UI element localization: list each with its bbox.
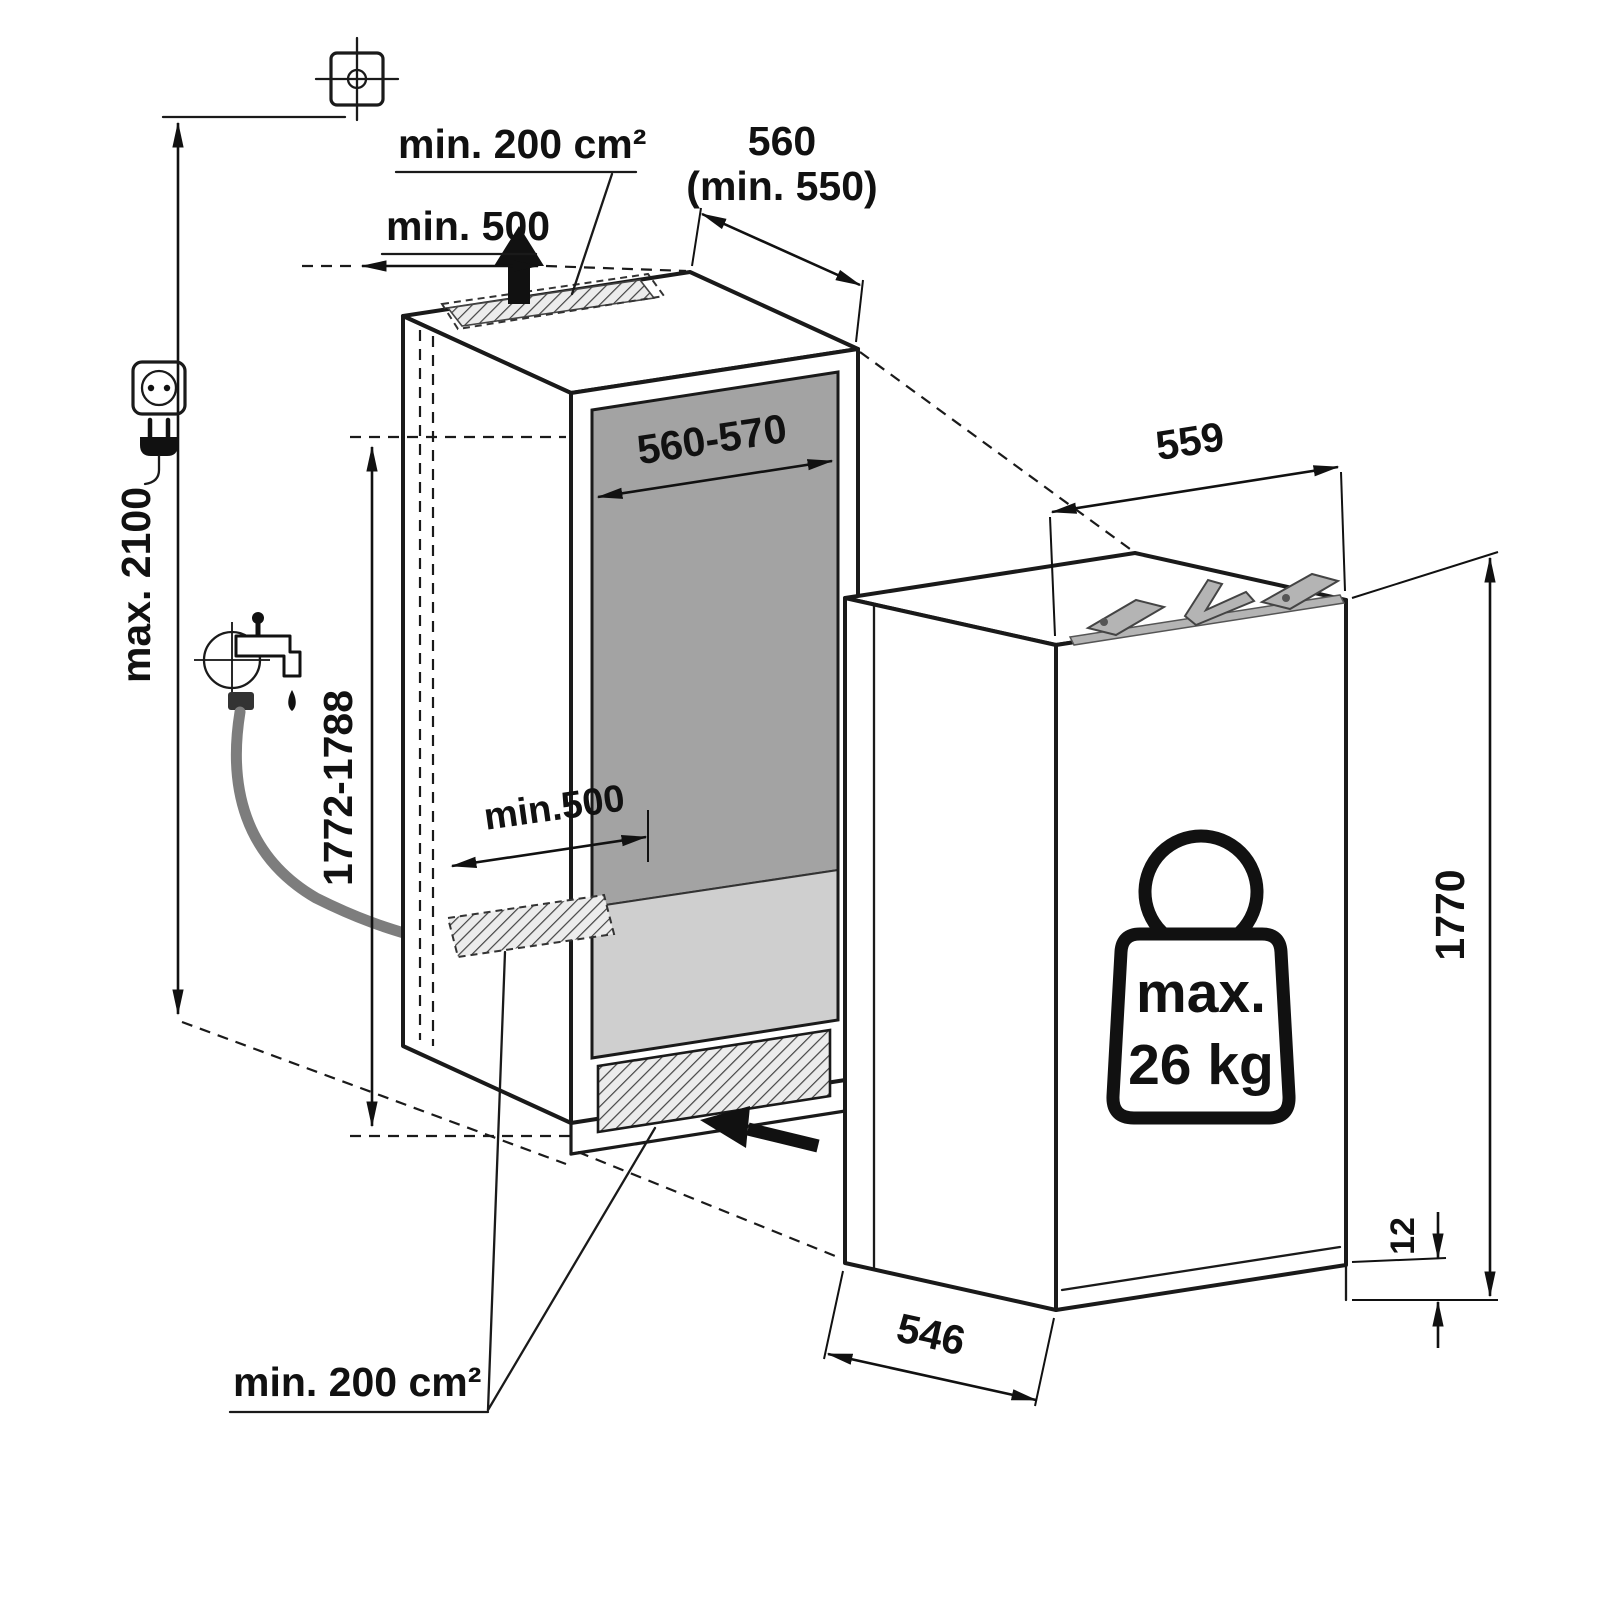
hinge-plate-right [1259, 572, 1341, 611]
power-socket-icon [131, 360, 187, 416]
appliance-width-ext-left [1049, 516, 1056, 637]
projection-bottom [577, 1150, 841, 1260]
projection-lines [577, 351, 1131, 1260]
appliance-height-dimension: 1770 [1351, 551, 1499, 1301]
ceiling-height-dimension: max. 2100 [113, 121, 567, 1166]
top-vent-leader [570, 172, 614, 296]
bottom-vent-label: min. 200 cm² [233, 1359, 481, 1405]
plug-cable [143, 454, 161, 486]
power-plug-icon [140, 417, 178, 486]
appliance-width-ext-right [1340, 471, 1346, 592]
niche-height-label: 1772-1788 [315, 690, 361, 886]
base-recess-line [1060, 1245, 1342, 1292]
weight-icon: max. 26 kg [1106, 829, 1296, 1125]
water-hose [230, 706, 420, 942]
niche-depth-ext-right [855, 279, 864, 343]
top-vent-callout: min. 200 cm² [394, 121, 646, 296]
base-height-label: 12 [1384, 1217, 1422, 1255]
appliance-height-label: 1770 [1427, 869, 1473, 960]
hinge-screw-1 [1100, 618, 1108, 626]
hose-connector [228, 692, 254, 710]
appliance-width-line [1050, 465, 1340, 514]
ceiling-reference-mark [161, 36, 400, 122]
appliance-depth-ext-back [823, 1270, 844, 1360]
water-tap-icon [234, 612, 302, 711]
weight-label-1: max. [1136, 961, 1266, 1025]
appliance-width-label: 559 [1153, 413, 1228, 469]
top-vent-label: min. 200 cm² [398, 121, 646, 167]
crosshair-icon [314, 36, 400, 122]
socket-hole-right [163, 384, 171, 392]
niche-depth-label-2: (min. 550) [686, 163, 877, 209]
water-drop-icon [288, 690, 296, 711]
tap-body [234, 634, 302, 678]
appliance-depth-ext-front [1034, 1317, 1055, 1407]
weight-body [1106, 927, 1296, 1125]
tap-handle-knob [252, 612, 264, 624]
hinge-screw-2 [1282, 594, 1290, 602]
niche-height-dimension: 1772-1788 [315, 435, 572, 1138]
niche-width-line [596, 459, 834, 499]
ceiling-height-label: max. 2100 [113, 487, 159, 683]
base-height-dimension: 12 [1351, 1212, 1447, 1348]
hinge-plate-left [1085, 598, 1167, 637]
appliance-depth-label: 546 [893, 1304, 970, 1364]
airflow-in-arrow-shaft [746, 1122, 820, 1153]
bottom-vent-leader-2 [486, 1126, 657, 1412]
socket-frame [131, 360, 187, 416]
bottom-vent-hatch [596, 1028, 832, 1134]
plug-body [140, 437, 178, 456]
top-clearance-label: min. 500 [386, 203, 550, 249]
crosshair-circle [346, 68, 368, 90]
niche-plinth-bottom [569, 1107, 860, 1156]
projection-top [859, 351, 1131, 550]
niche-depth-dimension: 560 (min. 550) [686, 118, 878, 343]
floor-vent [446, 893, 616, 959]
niche-depth-ext-left [691, 207, 702, 267]
appliance: max. 26 kg [843, 551, 1348, 1312]
appliance-left-face [843, 596, 1058, 1312]
appliance-width-dimension: 559 [1049, 413, 1346, 637]
socket-well [140, 369, 178, 407]
water-outlet-circle [202, 630, 262, 690]
socket-hole-left [147, 384, 155, 392]
bottom-vent-callout: min. 200 cm² [228, 950, 657, 1414]
floor-clearance-line [450, 835, 648, 868]
top-vent-outline [440, 272, 666, 331]
hinge-hardware [1068, 572, 1346, 646]
top-clearance-ext-right [545, 264, 687, 273]
niche [401, 270, 860, 1156]
niche-depth-line [700, 212, 862, 287]
niche-depth-label-1: 560 [748, 118, 816, 164]
top-clearance-dimension: min. 500 [302, 203, 687, 273]
floor-vent-hatch [448, 895, 614, 957]
bottom-vent [596, 1028, 832, 1153]
bottom-vent-leader-1 [486, 950, 507, 1412]
water-connection [194, 612, 420, 942]
appliance-depth-line [826, 1352, 1038, 1402]
weight-label-2: 26 kg [1128, 1033, 1274, 1097]
hinge-lever-center [1183, 578, 1256, 627]
appliance-height-ext-top [1351, 551, 1499, 599]
base-height-ext-top [1351, 1257, 1447, 1263]
floor-vent-outline [446, 893, 616, 959]
airflow-in-arrow-head [700, 1106, 750, 1148]
